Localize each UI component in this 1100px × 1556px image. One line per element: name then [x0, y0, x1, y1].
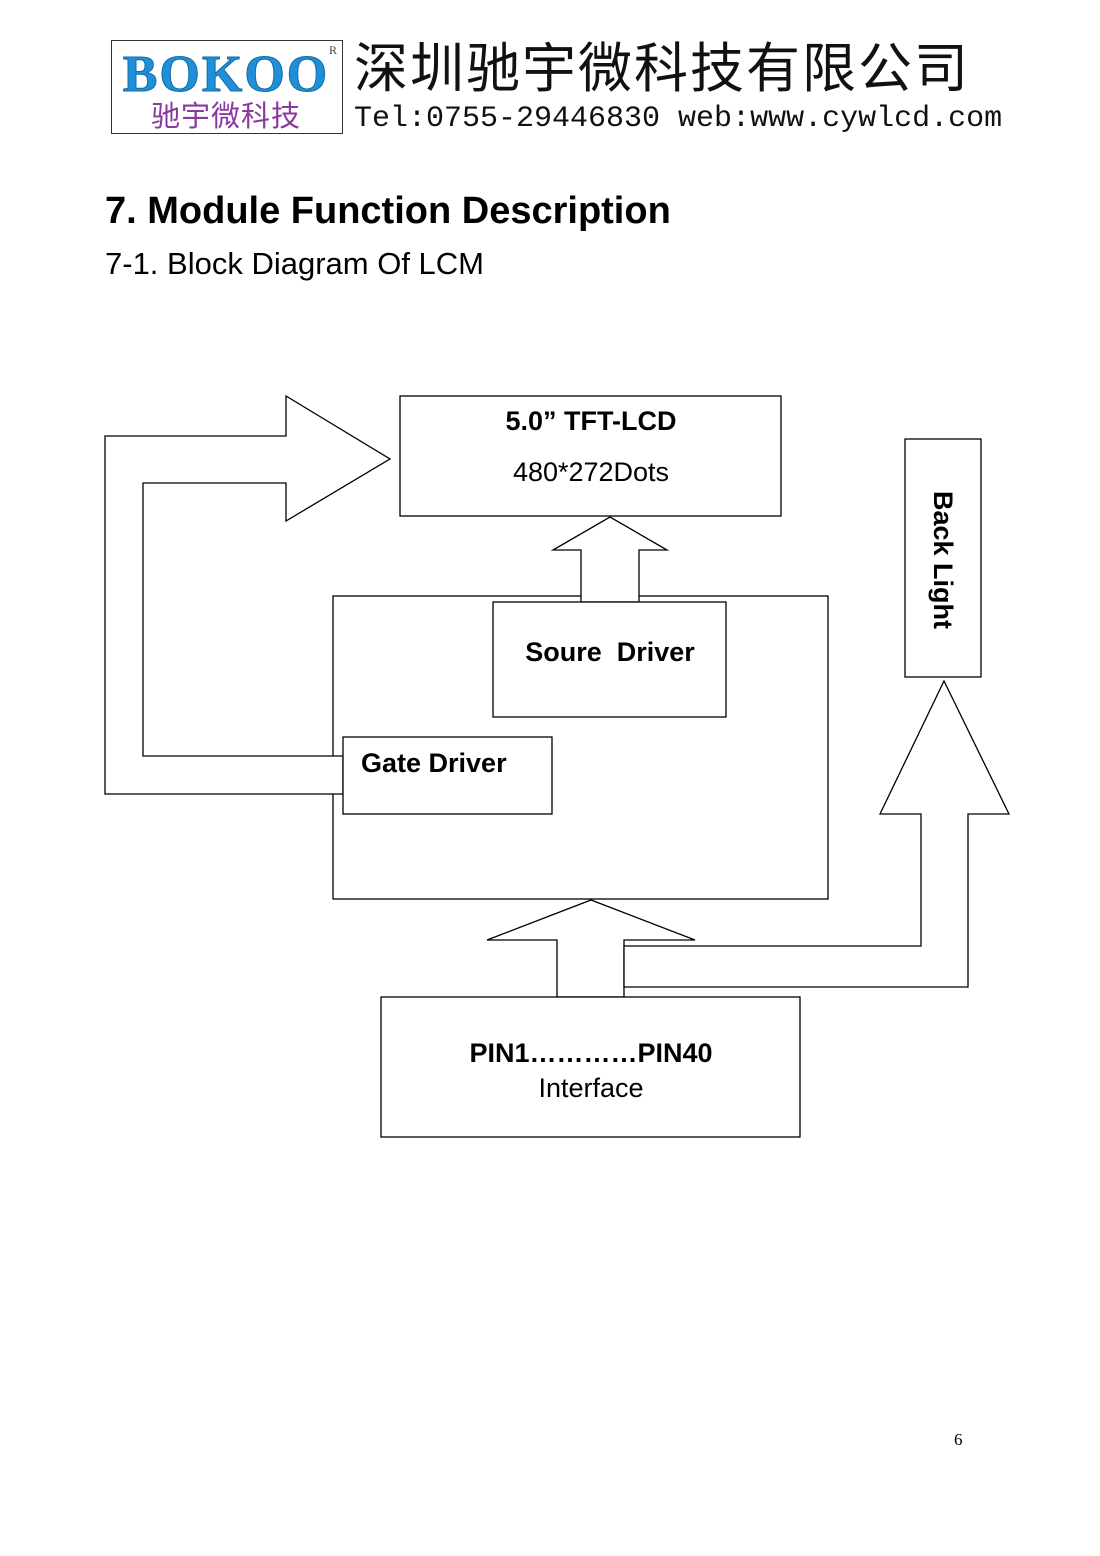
gate-driver-box	[342, 736, 553, 815]
interface-box	[380, 996, 801, 1138]
source-driver-label: Soure Driver	[525, 637, 695, 667]
driver-ic-box	[332, 595, 829, 900]
backlight-label: Back Light	[928, 491, 958, 629]
lcd-resolution: 480*272Dots	[513, 457, 669, 487]
page-number: 6	[954, 1430, 963, 1449]
registered-mark: R	[329, 43, 338, 57]
lcd-panel-box	[399, 395, 782, 517]
lcd-title: 5.0” TFT-LCD	[505, 406, 676, 436]
gate-to-lcd-arrow	[104, 394, 392, 795]
source-driver-box	[492, 601, 727, 718]
source-to-lcd-arrow	[550, 516, 670, 603]
interface-to-backlight-arrow	[623, 679, 1011, 988]
backlight-box	[904, 438, 982, 678]
company-name: 深圳驰宇微科技有限公司	[354, 37, 970, 100]
gate-driver-label: Gate Driver	[361, 748, 507, 778]
company-logo: BOKOO 驰宇微科技	[111, 40, 343, 134]
interface-label: Interface	[538, 1073, 643, 1103]
logo-chinese-name: 驰宇微科技	[150, 99, 301, 133]
logo-wordmark: BOKOO	[122, 46, 330, 103]
subsection-title: 7-1. Block Diagram Of LCM	[105, 246, 484, 281]
interface-to-driver-arrow	[486, 899, 696, 998]
contact-info: Tel:0755-29446830 web:www.cywlcd.com	[354, 102, 1003, 136]
interface-pins-label: PIN1…………PIN40	[469, 1038, 712, 1068]
section-title: 7. Module Function Description	[105, 190, 671, 232]
